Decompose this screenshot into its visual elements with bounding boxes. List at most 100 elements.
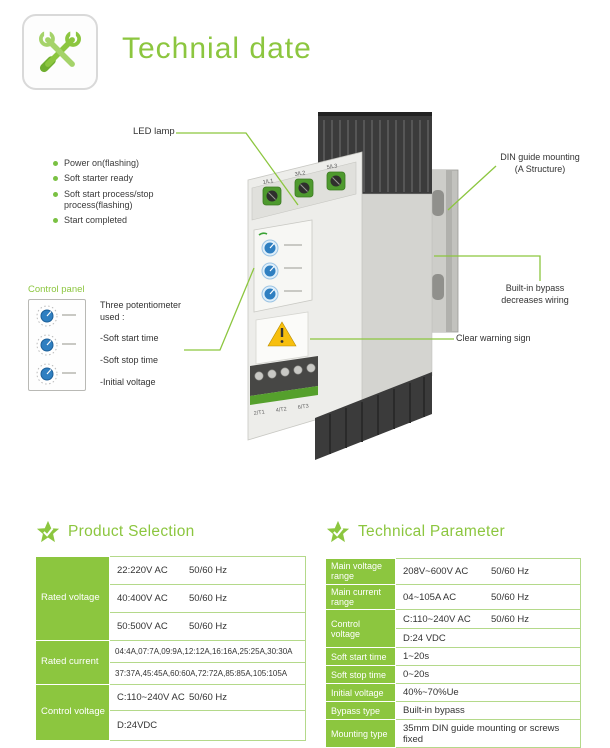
control-panel-inset-art (36, 305, 76, 385)
callout-lines (176, 132, 541, 351)
led-state-item: Soft start process/stop process(flashing… (53, 189, 205, 212)
led-state-text: Soft start process/stop process(flashing… (64, 188, 154, 210)
row-value: 04:4A,07:7A,09:9A,12:12A,16:16A,25:25A,3… (109, 640, 306, 663)
table-row: Soft start time 1~20s (325, 647, 581, 667)
freq-text: 50/60 Hz (189, 692, 228, 703)
technical-parameter-title-text: Technical Parameter (358, 523, 505, 540)
freq-text: 50/60 Hz (491, 591, 530, 603)
tools-icon (39, 30, 81, 73)
led-state-text: Start completed (64, 215, 128, 225)
row-value: 0~20s (395, 665, 581, 685)
value-text: 22:220V AC (117, 565, 168, 576)
led-state-item: Soft starter ready (53, 173, 205, 184)
technical-parameter-title: Technical Parameter (326, 520, 505, 544)
freq-text: 50/60 Hz (189, 565, 228, 576)
row-label: Rated current (35, 640, 110, 685)
row-label: Soft start time (325, 647, 396, 667)
led-state-item: Power on(flashing) (53, 158, 205, 169)
page-title: Technial date (122, 32, 312, 65)
table-row: Rated voltage 22:220V AC 50/60 Hz (35, 556, 306, 641)
inset-knob-3 (36, 363, 76, 385)
table-row: D:24 VDC (326, 628, 581, 649)
row-value: 22:220V AC 50/60 Hz (109, 556, 306, 585)
table-row: Main current range 04~105A AC 50/60 Hz (325, 583, 581, 611)
freq-text: 50/60 Hz (491, 613, 530, 625)
table-row: 37:37A,45:45A,60:60A,72:72A,85:85A,105:1… (36, 662, 306, 685)
knob-soft-start (261, 239, 302, 257)
row-label: Bypass type (325, 701, 396, 721)
led-state-list: Power on(flashing) Soft starter ready So… (53, 158, 205, 230)
value-text: C:110~240V AC (117, 692, 185, 703)
table-row: Control voltage C:110~240V AC 50/60 Hz (325, 609, 581, 649)
bypass-line2: decreases wiring (501, 294, 569, 305)
value-text: 04~105A AC (403, 591, 457, 603)
row-value: D:24 VDC (395, 628, 581, 649)
star-icon (326, 520, 350, 543)
potentiometer-item: -Soft start time (100, 333, 159, 344)
terminal-1 (262, 186, 282, 206)
heatsink-bottom (315, 372, 432, 460)
top-terminal-block: 1/L1 3/L2 5/L3 (251, 161, 357, 221)
row-label: Main current range (325, 583, 396, 611)
value-text: C:110~240V AC (403, 613, 471, 625)
control-panel-inset (28, 299, 86, 391)
table-row: Soft stop time 0~20s (325, 665, 581, 685)
row-value: 04~105A AC 50/60 Hz (395, 583, 581, 611)
bypass-label: Built-in bypass decreases wiring (486, 283, 584, 306)
callout-bypass (434, 255, 541, 281)
bypass-line1: Built-in bypass (505, 283, 565, 293)
control-panel-label: Control panel (28, 284, 85, 295)
bottom-terminal-label-2: 4/T2 (275, 407, 287, 414)
bullet-dot-icon (53, 218, 58, 223)
potentiometer-intro: Three potentiometer used : (100, 300, 182, 322)
bottom-terminal-block: 2/T1 4/T2 6/T3 (250, 356, 318, 417)
callout-control-panel (184, 267, 255, 351)
row-value: C:110~240V AC 50/60 Hz (395, 609, 581, 630)
terminal-2 (294, 178, 314, 198)
top-terminal-label-1: 1/L1 (262, 178, 274, 186)
potentiometer-item: -Initial voltage (100, 376, 156, 387)
row-label: Rated voltage (35, 556, 110, 641)
row-value: Built-in bypass (395, 701, 581, 721)
row-value: 40%~70%Ue (395, 683, 581, 703)
knob-initial-voltage (261, 285, 302, 303)
device-diagram-art: 1/L1 3/L2 5/L3 (176, 112, 541, 460)
led-lamp-label: LED lamp (133, 126, 175, 137)
row-label: Main voltage range (325, 558, 396, 585)
table-row: Rated current 04:4A,07:7A,09:9A,12:12A,1… (35, 640, 306, 685)
inset-knob-2 (36, 334, 76, 356)
potentiometer-item: -Soft stop time (100, 355, 159, 366)
table-row: D:24VDC (36, 710, 306, 741)
inset-knob-1 (36, 305, 76, 327)
product-selection-table: Rated voltage 22:220V AC 50/60 Hz 40:400V… (35, 556, 306, 741)
device-control-panel (253, 219, 313, 313)
top-terminal-label-2: 3/L2 (294, 170, 306, 178)
din-mounting-line1: DIN guide mounting (500, 152, 580, 162)
row-label: Mounting type (325, 719, 396, 748)
table-row: Mounting type 35mm DIN guide mounting or… (325, 719, 581, 748)
callout-led-lamp (176, 132, 299, 206)
knob-soft-stop (261, 262, 302, 280)
value-text: 208V~600V AC (403, 565, 469, 577)
led-state-item: Start completed (53, 215, 205, 226)
row-value: 35mm DIN guide mounting or screws fixed (395, 719, 581, 748)
terminal-3 (326, 171, 346, 191)
led-state-text: Soft starter ready (64, 173, 134, 184)
product-selection-title-text: Product Selection (68, 523, 195, 540)
din-mounting-line2: (A Structure) (514, 163, 566, 174)
bullet-dot-icon (53, 191, 58, 197)
led-state-text: Power on(flashing) (64, 158, 140, 168)
row-value: 1~20s (395, 647, 581, 667)
freq-text: 50/60 Hz (189, 621, 228, 632)
row-label: Control voltage (325, 609, 396, 649)
bottom-terminal-label-3: 6/T3 (297, 404, 309, 411)
row-value: C:110~240V AC 50/60 Hz (109, 684, 306, 711)
row-value: 37:37A,45:45A,60:60A,72:72A,85:85A,105:1… (109, 662, 306, 685)
